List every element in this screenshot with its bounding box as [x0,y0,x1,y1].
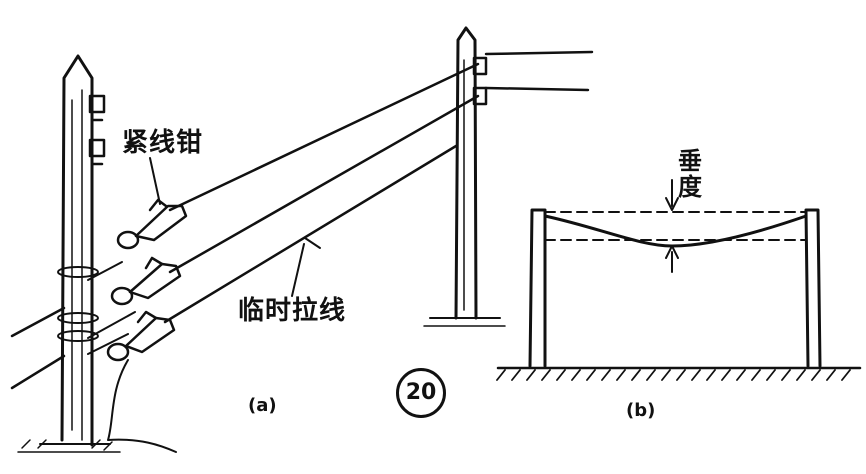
figure-number: 20 [396,368,446,418]
tensioner-middle [110,256,182,306]
hanging-rope [107,359,177,453]
sag-label: 垂 度 [678,148,706,200]
sag-lines [543,179,808,273]
sag-label-line1: 垂 [678,147,702,175]
tool-leader-lines [149,157,305,297]
subfigure-b-label: (b) [626,400,656,421]
tensioner-top [116,198,188,250]
pole-lashings [57,266,99,342]
temporary-guy-label: 临时拉线 [238,296,347,326]
conductors [10,62,480,390]
right-pole-wires [484,50,594,92]
sag-label-line2: 度 [678,173,702,201]
tensioner-label: 紧线钳 [122,128,204,158]
temporary-guy-wire [87,237,321,355]
left-pole-insulators [88,94,106,166]
sag-frame [528,208,822,368]
tensioner-bottom [106,310,176,362]
subfigure-a-label: (a) [248,395,277,416]
left-pole [17,54,121,453]
ground [496,366,862,381]
right-pole [423,26,506,327]
